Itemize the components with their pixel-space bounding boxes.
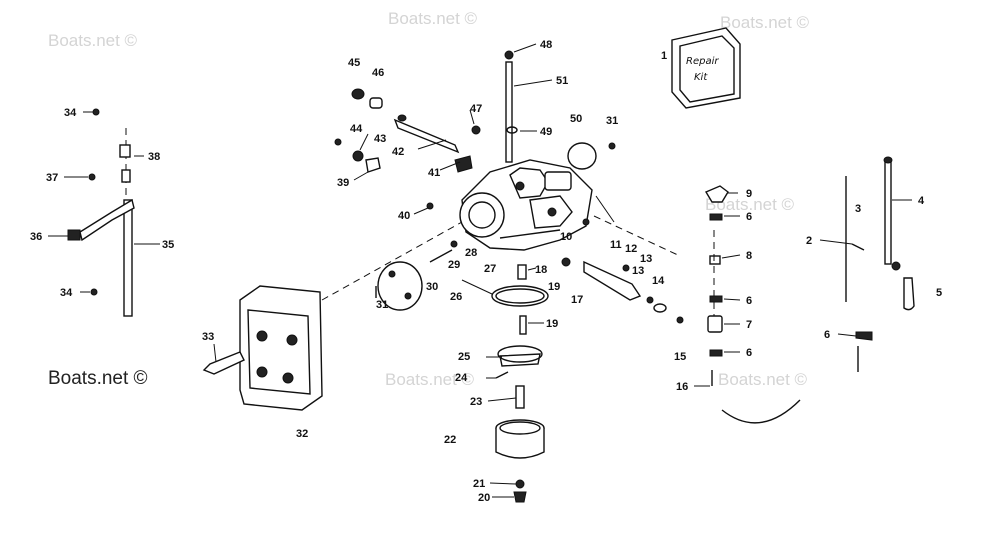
callout-18: 18 (535, 264, 547, 276)
watermark: Boats.net © (385, 370, 475, 389)
callout-13: 13 (640, 253, 652, 265)
callout-33: 33 (202, 331, 214, 343)
callout-13: 13 (632, 265, 644, 277)
callout-labels: 1 2 3 4 5 6 6 6 6 7 8 9 10 11 12 13 13 1… (30, 39, 942, 504)
callout-45: 45 (348, 57, 360, 69)
callout-26: 26 (450, 291, 462, 303)
callout-1: 1 (661, 50, 667, 62)
callout-40: 40 (398, 210, 410, 222)
throttle-shaft-parts (334, 88, 481, 210)
callout-2: 2 (806, 235, 812, 247)
repair-kit-box: Repair Kit (671, 27, 741, 109)
callout-22: 22 (444, 434, 456, 446)
callout-29: 29 (448, 259, 460, 271)
callout-42: 42 (392, 146, 404, 158)
callout-15: 15 (674, 351, 686, 363)
callout-27: 27 (484, 263, 496, 275)
callout-21: 21 (473, 478, 485, 490)
callout-17: 17 (571, 294, 583, 306)
callout-31: 31 (606, 115, 618, 127)
callout-47: 47 (470, 103, 482, 115)
plate-gasket (375, 261, 423, 311)
callout-25: 25 (458, 351, 470, 363)
callout-14: 14 (652, 275, 665, 287)
watermark-dark: Boats.net © (48, 368, 148, 389)
watermark: Boats.net © (388, 9, 478, 28)
callout-31: 31 (376, 299, 388, 311)
callout-11: 11 (610, 239, 622, 251)
callout-19: 19 (548, 281, 560, 293)
choke-linkage (561, 215, 684, 324)
callout-41: 41 (428, 167, 440, 179)
callout-8: 8 (746, 250, 752, 262)
callout-30: 30 (426, 281, 438, 293)
callout-34: 34 (60, 287, 73, 299)
callout-38: 38 (148, 151, 160, 163)
callout-5: 5 (936, 287, 942, 299)
watermark: Boats.net © (705, 195, 795, 214)
watermark: Boats.net © (48, 31, 138, 50)
jet-stack (704, 185, 729, 386)
callout-23: 23 (470, 396, 482, 408)
throttle-rod-assembly (67, 108, 135, 317)
callout-35: 35 (162, 239, 174, 251)
needle-rod (504, 50, 518, 163)
callout-9: 9 (746, 188, 752, 200)
callout-10: 10 (560, 231, 572, 243)
callout-7: 7 (746, 319, 752, 331)
callout-24: 24 (455, 372, 468, 384)
callout-6: 6 (746, 211, 752, 223)
callout-48: 48 (540, 39, 552, 51)
callout-34: 34 (64, 107, 77, 119)
callout-46: 46 (372, 67, 384, 79)
kit-label-line-2: Kit (694, 72, 708, 83)
callout-6: 6 (746, 347, 752, 359)
callout-49: 49 (540, 126, 552, 138)
callout-16: 16 (676, 381, 688, 393)
callout-19: 19 (546, 318, 558, 330)
leader-lines (48, 43, 912, 498)
callout-32: 32 (296, 428, 308, 440)
callout-3: 3 (855, 203, 861, 215)
carburetor-body (459, 159, 593, 251)
watermark: Boats.net © (718, 370, 808, 389)
watermark: Boats.net © (720, 13, 810, 32)
float-bowl (495, 419, 545, 503)
callout-39: 39 (337, 177, 349, 189)
callout-12: 12 (625, 243, 637, 255)
callout-50: 50 (570, 113, 582, 125)
kit-label-line-1: Repair (686, 56, 719, 67)
air-silencer (202, 221, 463, 411)
callout-28: 28 (465, 247, 477, 259)
cover-plate (567, 142, 616, 170)
callout-43: 43 (374, 133, 386, 145)
callout-20: 20 (478, 492, 490, 504)
float-pins (721, 156, 915, 424)
callout-6: 6 (824, 329, 830, 341)
callout-4: 4 (918, 195, 925, 207)
callout-37: 37 (46, 172, 58, 184)
bowl-gasket (429, 240, 549, 335)
callout-51: 51 (556, 75, 568, 87)
callout-6: 6 (746, 295, 752, 307)
float-assembly (495, 345, 543, 409)
callout-44: 44 (350, 123, 363, 135)
callout-36: 36 (30, 231, 42, 243)
